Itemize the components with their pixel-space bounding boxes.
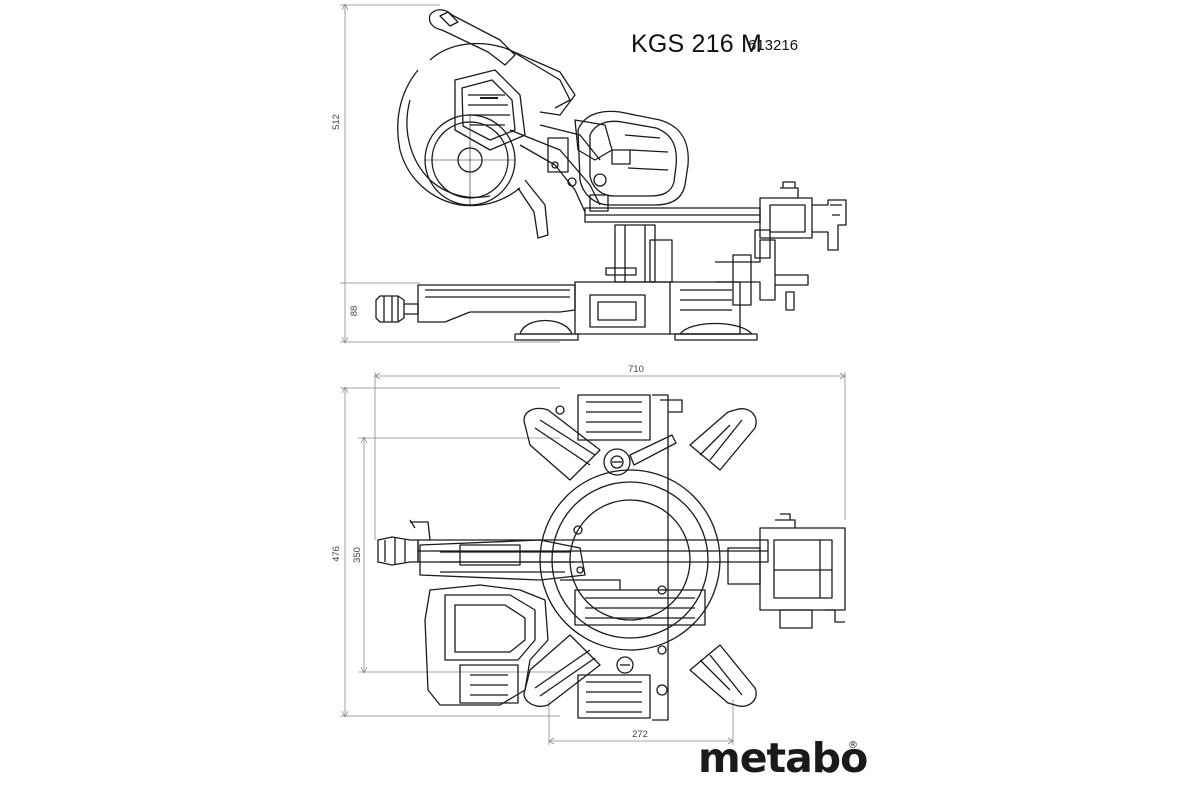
dim-side-base: 88 xyxy=(349,306,360,317)
brand-logo: metabo xyxy=(698,734,868,782)
model-code: 613216 xyxy=(748,37,799,54)
top-view xyxy=(340,372,846,745)
dim-top-depth: 476 xyxy=(331,546,342,562)
registered-mark: ® xyxy=(848,740,858,751)
model-name: KGS 216 M xyxy=(631,30,763,58)
dim-top-inner-width: 272 xyxy=(632,729,648,740)
side-view xyxy=(340,3,847,344)
dim-side-height: 512 xyxy=(331,114,342,130)
dim-top-inner-depth: 350 xyxy=(352,547,363,563)
dim-top-width: 710 xyxy=(628,364,644,375)
